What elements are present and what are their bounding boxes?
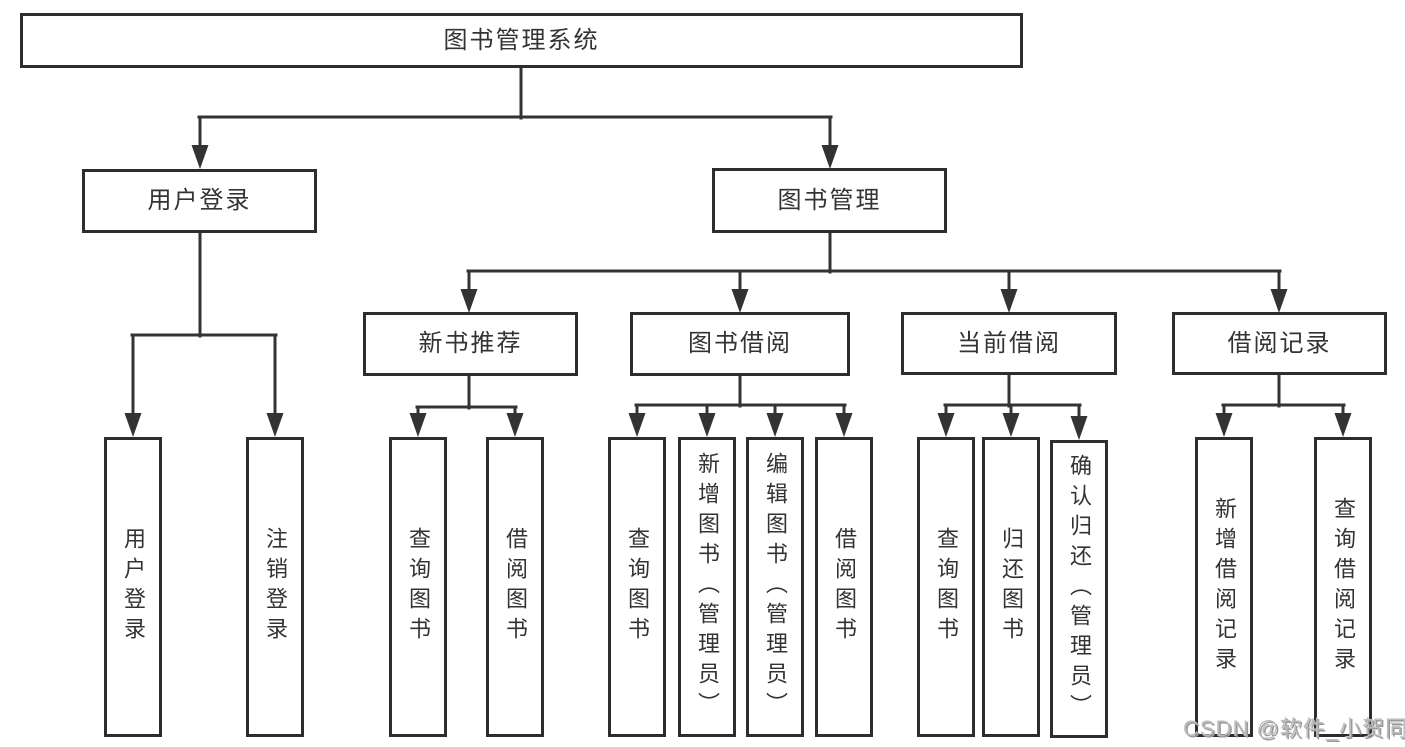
node-root: 图书管理系统	[20, 13, 1023, 68]
node-label: 注销登录	[263, 527, 288, 647]
node-leaf-user-login: 用户登录	[104, 437, 162, 737]
csdn-watermark: CSDN @软件_小贺同学	[1183, 716, 1405, 741]
node-leaf-return-book: 归还图书	[982, 437, 1040, 737]
node-leaf-add-borrow-record: 新增借阅记录	[1195, 437, 1253, 737]
node-leaf-query-book-1: 查询图书	[389, 437, 447, 737]
node-label: 借阅图书	[503, 527, 528, 647]
node-borrow-record: 借阅记录	[1172, 312, 1387, 375]
node-label: 新增图书（管理员）	[695, 452, 720, 722]
node-leaf-borrow-book-2: 借阅图书	[815, 437, 873, 737]
node-label: 借阅记录	[1227, 329, 1332, 357]
node-label: 确认归还（管理员）	[1067, 454, 1092, 724]
node-label: 用户登录	[121, 527, 146, 647]
node-label: 查询图书	[934, 527, 959, 647]
node-label: 图书管理	[777, 186, 882, 214]
node-leaf-borrow-book-1: 借阅图书	[486, 437, 544, 737]
node-leaf-query-borrow-record: 查询借阅记录	[1314, 437, 1372, 737]
node-label: 新书推荐	[418, 330, 523, 357]
node-book-borrow: 图书借阅	[630, 312, 850, 376]
node-label: 图书借阅	[688, 330, 792, 357]
node-user-login: 用户登录	[82, 169, 317, 233]
node-label: 借阅图书	[832, 527, 857, 647]
node-label: 查询图书	[625, 527, 650, 647]
node-current-borrow: 当前借阅	[901, 312, 1117, 375]
node-leaf-add-book-admin: 新增图书（管理员）	[678, 437, 736, 737]
node-leaf-edit-book-admin: 编辑图书（管理员）	[746, 437, 804, 737]
node-leaf-confirm-return-admin: 确认归还（管理员）	[1050, 440, 1108, 738]
node-leaf-query-book-2: 查询图书	[608, 437, 666, 737]
node-book-mgmt: 图书管理	[712, 168, 947, 233]
node-new-book-rec: 新书推荐	[363, 312, 578, 376]
node-leaf-logout: 注销登录	[246, 437, 304, 737]
tree-edges	[130, 66, 1346, 420]
node-label: 归还图书	[999, 527, 1024, 647]
node-label: 图书管理系统	[443, 26, 600, 54]
node-label: 用户登录	[147, 187, 252, 214]
node-leaf-query-book-3: 查询图书	[917, 437, 975, 737]
node-label: 编辑图书（管理员）	[763, 452, 788, 722]
node-label: 查询借阅记录	[1331, 497, 1356, 677]
node-label: 查询图书	[406, 527, 431, 647]
node-label: 当前借阅	[957, 329, 1061, 357]
node-label: 新增借阅记录	[1212, 497, 1237, 677]
